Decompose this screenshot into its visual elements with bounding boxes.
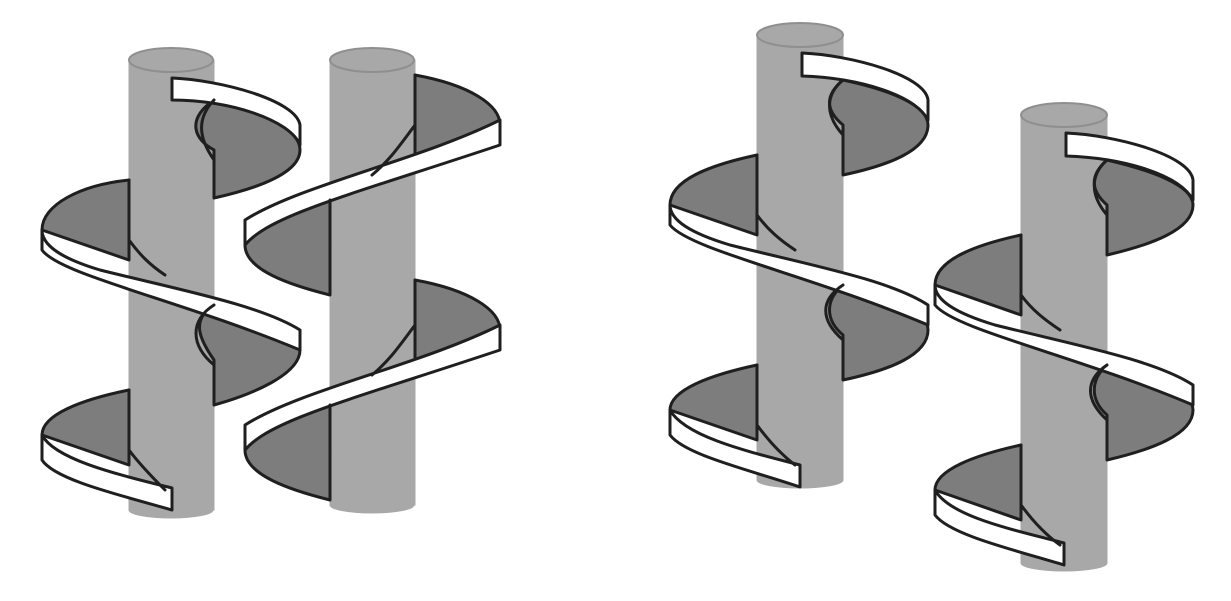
- flight-bottom: [933, 443, 1066, 567]
- flight-top: [1064, 131, 1195, 257]
- flight-top: [800, 51, 930, 177]
- flight-middle: [243, 278, 502, 502]
- helix-line: [755, 78, 845, 467]
- screw-pair-right: [668, 22, 1195, 572]
- screw-left-pair-a: [40, 47, 302, 519]
- screw-pair-left: [40, 47, 502, 519]
- helix-line: [127, 98, 216, 492]
- helix-line: [1019, 158, 1109, 547]
- flight-bottom: [40, 388, 174, 512]
- flight-middle: [40, 178, 302, 407]
- flight-top: [170, 76, 302, 200]
- shaft: [329, 47, 416, 514]
- flight-bottom: [668, 363, 802, 489]
- helix-line: [328, 73, 417, 452]
- flight-middle: [933, 233, 1195, 462]
- flight-middle: [668, 153, 930, 382]
- flight-top: [243, 73, 502, 297]
- screw-right-pair-a: [668, 22, 930, 489]
- screw-left-pair-b: [243, 47, 502, 514]
- screw-right-pair-b: [933, 102, 1195, 572]
